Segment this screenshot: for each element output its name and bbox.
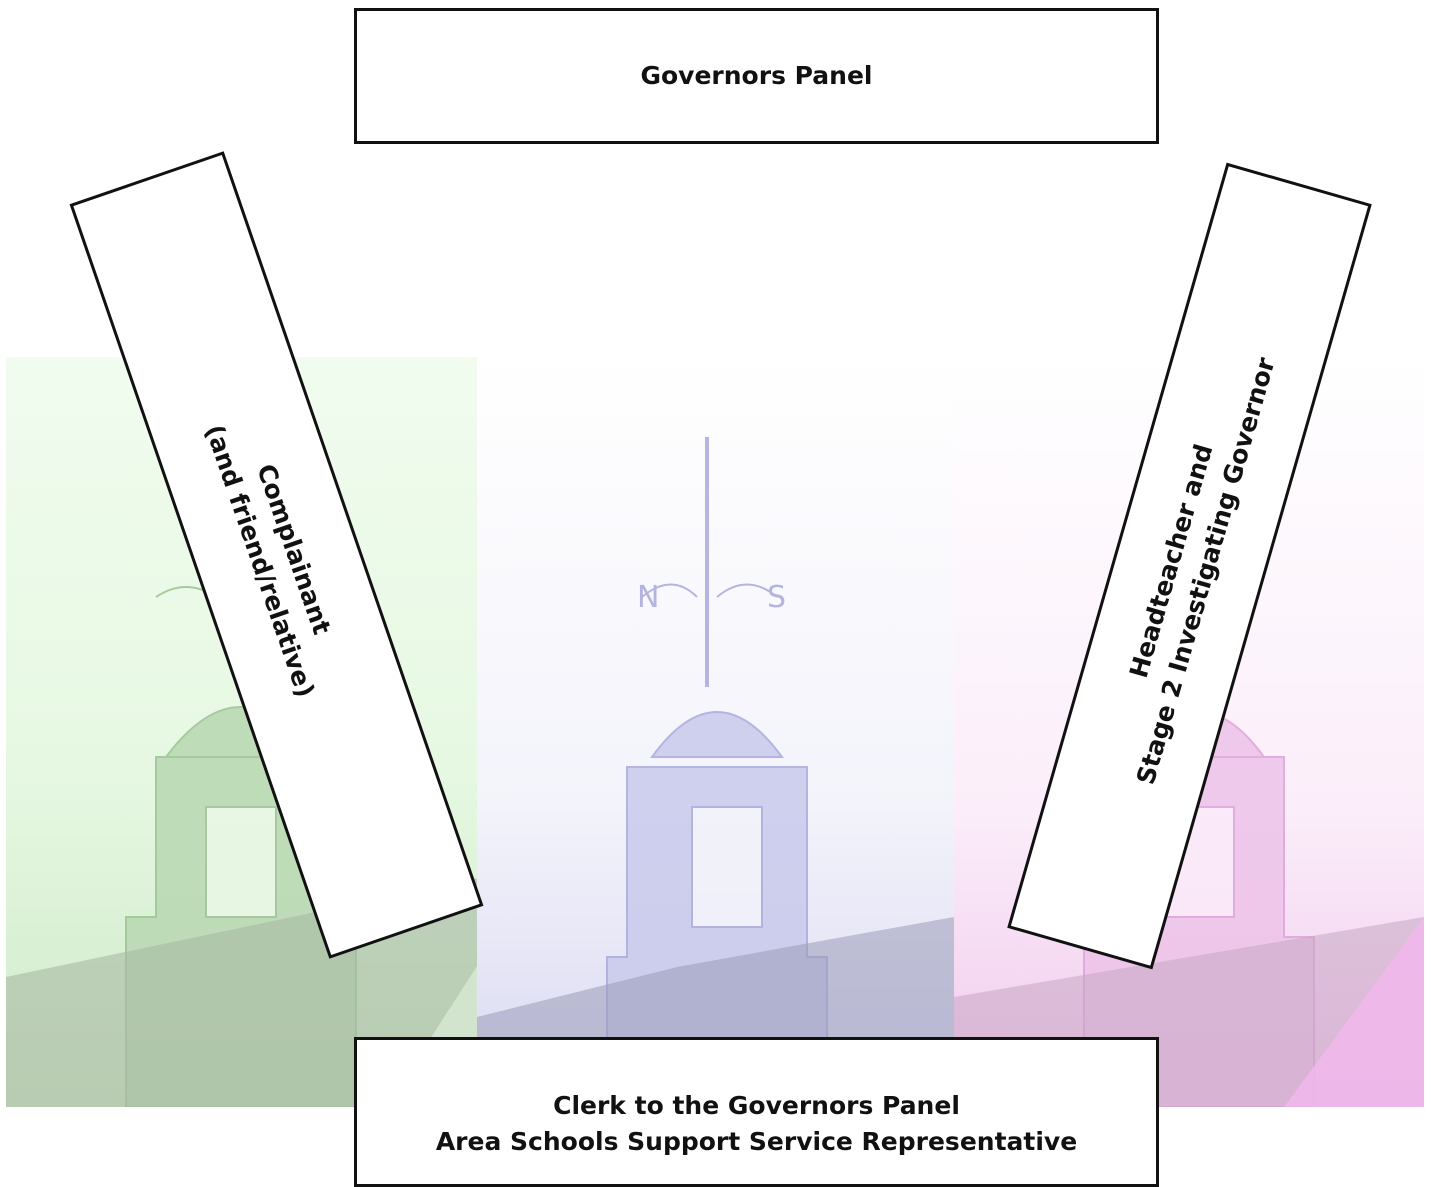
- clerk-label: Clerk to the Governors Panel: [553, 1091, 960, 1120]
- governors-panel-box: Governors Panel: [354, 8, 1159, 144]
- background-panel-blue: N S: [477, 357, 954, 1107]
- bell-tower-image: N S: [477, 437, 954, 1107]
- area-schools-label: Area Schools Support Service Representat…: [435, 1127, 1078, 1157]
- svg-text:N: N: [637, 580, 659, 615]
- governors-panel-label: Governors Panel: [640, 60, 873, 90]
- svg-text:S: S: [767, 580, 786, 615]
- clerk-box: Clerk to the Governors Panel Area School…: [354, 1037, 1159, 1187]
- clerk-text: Clerk to the Governors Panel Area School…: [436, 1088, 1077, 1161]
